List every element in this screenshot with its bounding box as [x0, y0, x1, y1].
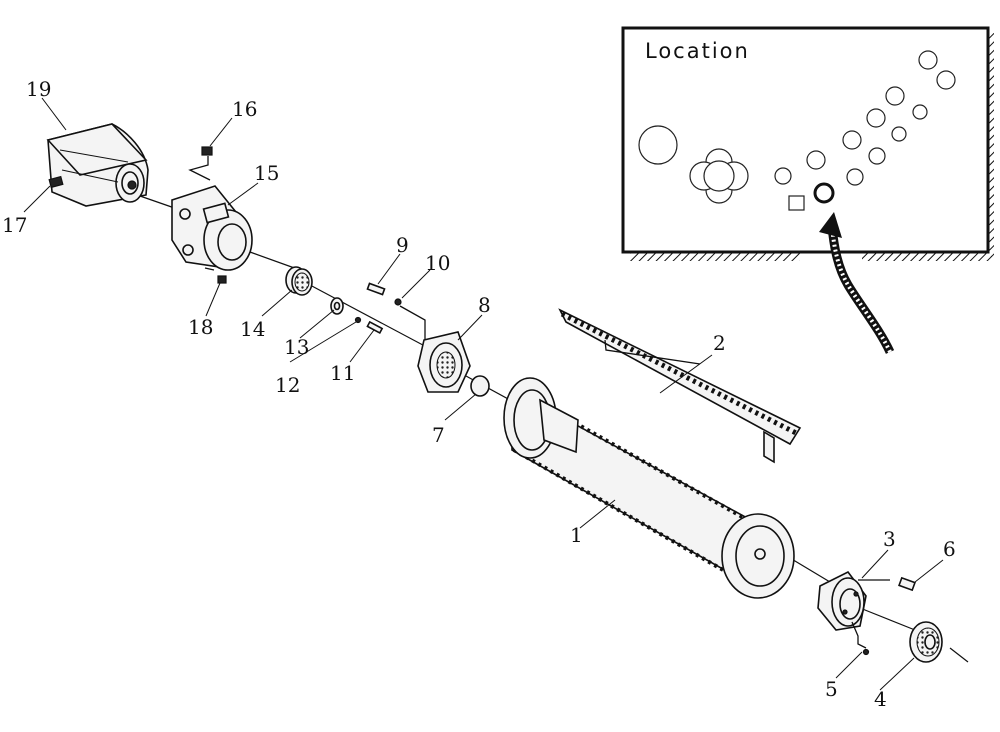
callout-11: 11: [330, 361, 355, 385]
callout-15: 15: [254, 161, 279, 185]
callout-12: 12: [275, 373, 300, 397]
callout-3: 3: [883, 527, 896, 551]
callout-5: 5: [825, 677, 838, 701]
location-title: Location: [645, 39, 750, 63]
callout-16: 16: [232, 97, 257, 121]
location-arrow: [819, 212, 895, 354]
oring-part-7: [470, 375, 490, 397]
callout-10: 10: [425, 251, 450, 275]
nut-part-12: [354, 316, 362, 324]
callout-9: 9: [396, 233, 409, 257]
callout-4: 4: [874, 687, 887, 711]
screw-part-11: [366, 320, 384, 335]
callout-labels: 1 2 3 4 5 6 7 8 9 10 11 12 13 14 15 16 1…: [2, 77, 956, 711]
screw-part-16: [188, 146, 213, 181]
bracket-part-15: [171, 185, 253, 271]
callout-2: 2: [713, 331, 726, 355]
callout-13: 13: [284, 335, 309, 359]
blade-part-2: [558, 308, 802, 464]
callout-8: 8: [478, 293, 491, 317]
housing-part-3: [817, 570, 890, 631]
location-controls: [638, 50, 956, 211]
screw-part-9: [366, 282, 386, 296]
flange-part-8: [417, 331, 471, 393]
callout-18: 18: [188, 315, 213, 339]
screw-part-5: [851, 621, 870, 656]
pulley-part-14: [285, 266, 313, 296]
leader-lines: [23, 97, 944, 691]
screw-part-6: [898, 576, 916, 592]
motor-part-19: [46, 123, 149, 207]
bearing-part-4: [909, 621, 943, 663]
callout-6: 6: [943, 537, 956, 561]
location-inset-panel: Location: [621, 26, 994, 354]
callout-7: 7: [432, 423, 445, 447]
cylinder-part-1: [503, 377, 795, 599]
screw-part-18: [204, 267, 227, 284]
callout-14: 14: [240, 317, 265, 341]
callout-17: 17: [2, 213, 27, 237]
callout-19: 19: [26, 77, 51, 101]
callout-1: 1: [570, 523, 583, 547]
